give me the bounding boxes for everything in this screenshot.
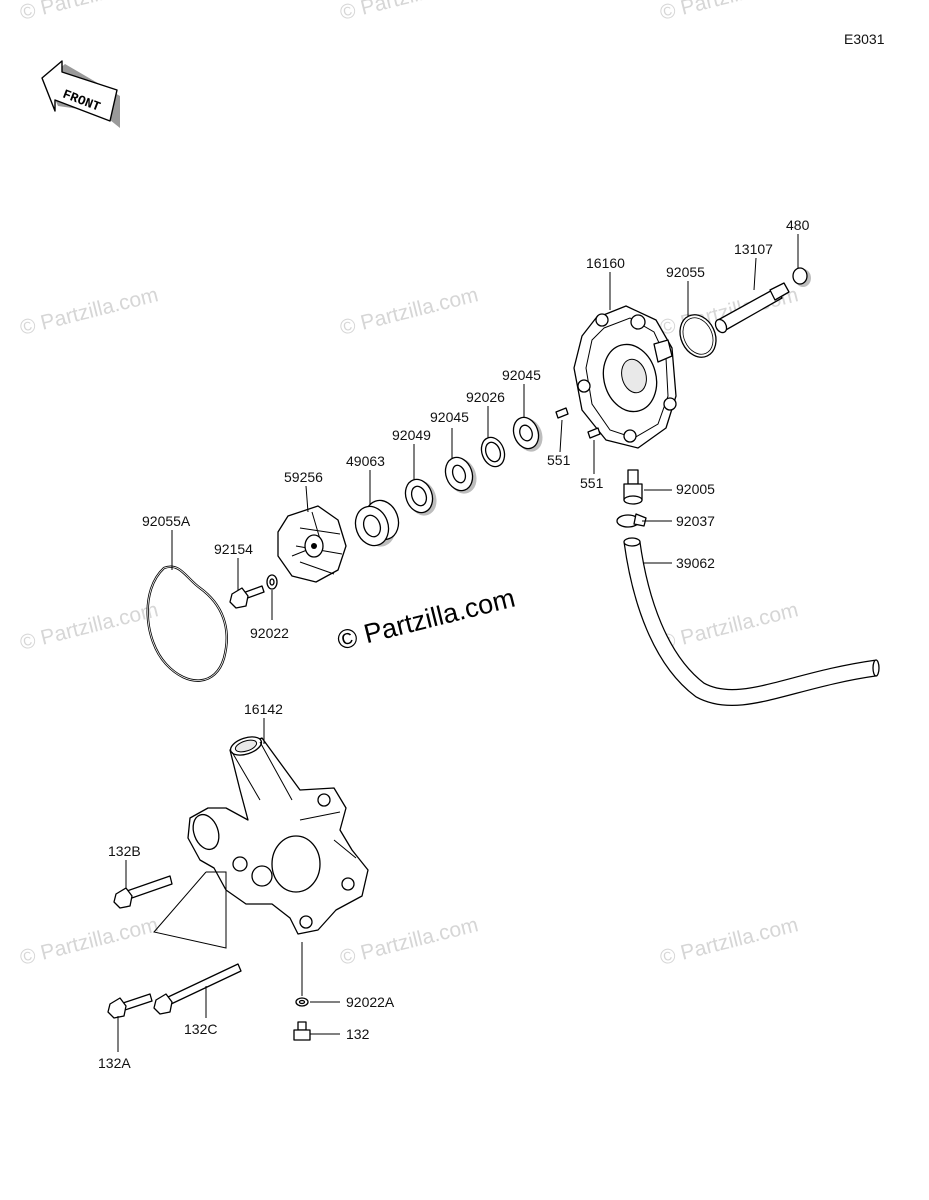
watermark: © Partzilla.com — [658, 0, 801, 25]
part-label: 92022 — [250, 625, 289, 641]
part-label: 92026 — [466, 389, 505, 405]
part-label: 132A — [98, 1055, 131, 1071]
part-59256-impeller[interactable] — [277, 505, 347, 583]
watermark: © Partzilla.com — [338, 283, 481, 340]
part-label: 49063 — [346, 453, 385, 469]
part-551-dowel-pin[interactable] — [587, 427, 601, 439]
part-label: 551 — [547, 452, 571, 468]
part-92022-washer[interactable] — [266, 574, 278, 590]
part-13107-shaft[interactable] — [713, 282, 790, 335]
part-92154-bolt[interactable] — [229, 585, 265, 609]
part-label: 92037 — [676, 513, 715, 529]
part-label: 480 — [786, 217, 810, 233]
part-16160-pump-cover[interactable] — [573, 305, 677, 449]
part-label: 92055 — [666, 264, 705, 280]
part-label: 92154 — [214, 541, 253, 557]
part-label: 16160 — [586, 255, 625, 271]
part-label: 551 — [580, 475, 604, 491]
watermark: © Partzilla.com — [338, 913, 481, 970]
part-132B-bolt[interactable] — [113, 875, 173, 909]
watermark-center: © Partzilla.com — [334, 583, 518, 656]
part-label: 16142 — [244, 701, 283, 717]
part-92022A-washer[interactable] — [295, 997, 309, 1007]
part-49063-mechanical-seal[interactable] — [350, 496, 404, 552]
part-92005-fitting[interactable] — [623, 469, 643, 505]
part-label: 39062 — [676, 555, 715, 571]
part-92055-o-ring[interactable] — [673, 309, 722, 363]
watermark: © Partzilla.com — [18, 913, 161, 970]
part-480-circlip[interactable] — [792, 267, 811, 287]
watermark: © Partzilla.com — [658, 913, 801, 970]
watermark: © Partzilla.com — [18, 598, 161, 655]
part-label: 92049 — [392, 427, 431, 443]
part-92045-bearing[interactable] — [441, 454, 481, 498]
part-92055A-gasket[interactable] — [146, 565, 228, 682]
part-92049-oil-seal[interactable] — [401, 476, 441, 520]
part-92026-washer[interactable] — [478, 434, 509, 470]
ref-code: E3031 — [844, 31, 885, 47]
part-39062-hose[interactable] — [623, 537, 880, 706]
part-label: 92045 — [430, 409, 469, 425]
part-label: 92022A — [346, 994, 395, 1010]
part-92037-clamp[interactable] — [616, 513, 647, 528]
part-92045-bearing[interactable] — [509, 414, 547, 456]
watermark: © Partzilla.com — [658, 598, 801, 655]
watermark: © Partzilla.com — [338, 0, 481, 25]
watermark: © Partzilla.com — [18, 0, 161, 25]
part-label: 132C — [184, 1021, 217, 1037]
part-labels: 480 13107 16160 92055 92045 92026 92045 … — [98, 217, 810, 1071]
part-label: 92045 — [502, 367, 541, 383]
front-arrow-icon: FRONT — [41, 60, 120, 128]
watermark: © Partzilla.com — [18, 283, 161, 340]
part-label: 132B — [108, 843, 141, 859]
part-132C-long-bolt[interactable] — [153, 963, 242, 1015]
part-label: 59256 — [284, 469, 323, 485]
leader-lines — [117, 234, 799, 1052]
part-551-dowel-pin[interactable] — [555, 407, 569, 419]
part-16142-pump-body[interactable] — [187, 733, 369, 935]
part-label: 132 — [346, 1026, 370, 1042]
part-132-drain-bolt[interactable] — [293, 1021, 311, 1041]
part-label: 92055A — [142, 513, 191, 529]
part-132A-long-bolt[interactable] — [107, 993, 153, 1019]
part-label: 92005 — [676, 481, 715, 497]
part-label: 13107 — [734, 241, 773, 257]
